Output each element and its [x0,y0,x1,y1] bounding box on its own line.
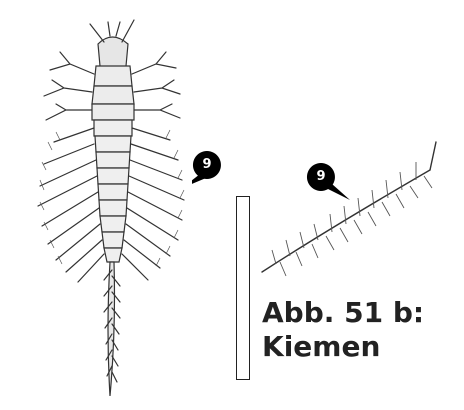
figure-caption: Abb. 51 b: Kiemen [262,296,424,364]
callout-label: 9 [306,162,336,192]
callout-label: 9 [192,150,222,180]
scale-bar [236,196,250,380]
caption-line-2: Kiemen [262,330,424,364]
callout-marker-gill: 9 [306,162,342,198]
callout-marker-larva: 9 [192,150,228,186]
caption-line-1: Abb. 51 b: [262,296,424,330]
